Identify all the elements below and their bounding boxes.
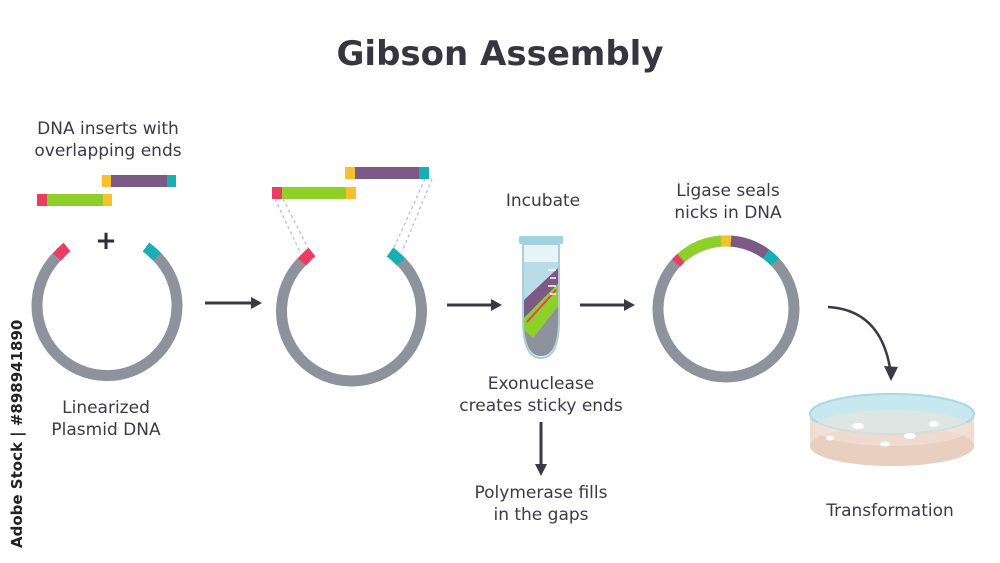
plasmid-label: Linearized Plasmid DNA	[6, 397, 206, 441]
inserts-label: DNA inserts with overlapping ends	[8, 118, 208, 162]
transformation-label: Transformation	[826, 501, 954, 521]
down-arrow-icon	[535, 422, 547, 476]
dna-insert-2-aligned	[345, 167, 429, 179]
petri-dish-icon	[809, 393, 975, 466]
inserts-label-line2: overlapping ends	[34, 141, 182, 161]
linearized-plasmid	[31, 242, 183, 382]
watermark-text: Adobe Stock | #898941890	[8, 319, 26, 548]
polymerase-label-line2: in the gaps	[493, 505, 589, 525]
plasmid-label-line2: Plasmid DNA	[51, 420, 161, 440]
dna-insert-1	[37, 194, 112, 206]
dna-insert-1-aligned	[272, 187, 356, 199]
exonuclease-label: Exonuclease creates sticky ends	[431, 373, 651, 417]
inserts-label-line1: DNA inserts with	[37, 119, 179, 139]
exonuclease-label-line2: creates sticky ends	[459, 396, 623, 416]
alignment-guides	[274, 178, 433, 253]
polymerase-label-line1: Polymerase fills	[474, 483, 608, 503]
right-arrow-icon	[580, 299, 635, 311]
exonuclease-label-line1: Exonuclease	[487, 374, 595, 394]
right-arrow-icon	[205, 297, 262, 309]
plus-sign: +	[95, 226, 117, 256]
polymerase-label: Polymerase fills in the gaps	[431, 482, 651, 526]
right-arrow-icon	[447, 299, 502, 311]
test-tube-icon	[519, 236, 563, 360]
ligase-label: Ligase seals nicks in DNA	[628, 180, 828, 224]
sealed-plasmid	[652, 235, 800, 383]
linearized-plasmid-2	[276, 247, 427, 387]
plasmid-label-line1: Linearized	[62, 398, 150, 418]
ligase-label-line2: nicks in DNA	[674, 203, 782, 223]
ligase-label-line1: Ligase seals	[676, 181, 780, 201]
dna-insert-2	[102, 175, 176, 187]
incubate-label: Incubate	[505, 191, 581, 211]
page-title: Gibson Assembly	[336, 34, 664, 74]
curved-arrow-icon	[827, 305, 898, 381]
